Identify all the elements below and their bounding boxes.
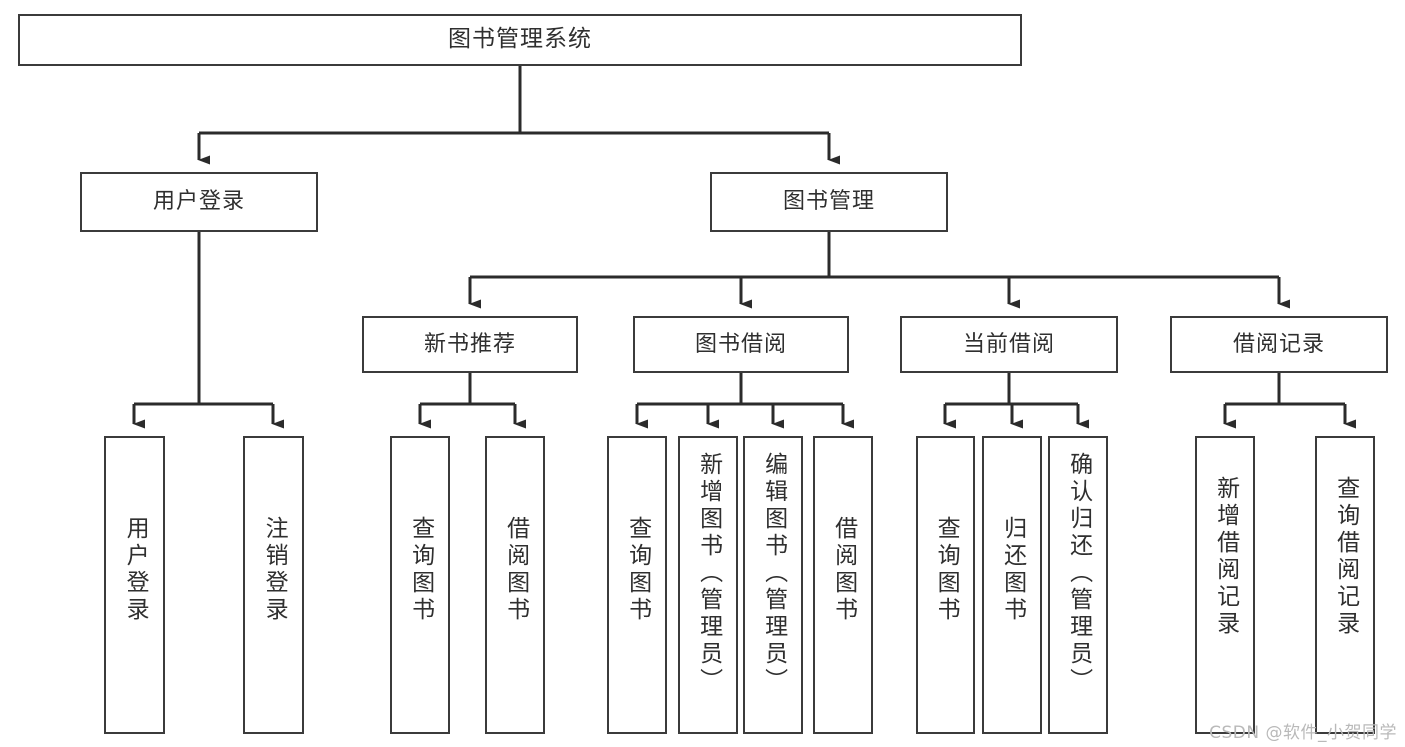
node-leaf-logout[interactable]: 注销登录 — [243, 436, 304, 734]
node-leaf-return-book-label: 归还图书 — [999, 516, 1026, 624]
node-leaf-query-book-3[interactable]: 查询图书 — [916, 436, 975, 734]
node-leaf-query-book-2-label: 查询图书 — [624, 516, 651, 624]
node-leaf-add-book-label: 新增图书（管理员） — [695, 452, 722, 695]
node-leaf-borrow-book-2[interactable]: 借阅图书 — [813, 436, 873, 734]
node-user-login[interactable]: 用户登录 — [80, 172, 318, 232]
node-borrow-record-label: 借阅记录 — [1232, 331, 1325, 357]
node-leaf-edit-book-label: 编辑图书（管理员） — [760, 452, 787, 695]
node-leaf-add-record-label: 新增借阅记录 — [1212, 476, 1239, 638]
node-leaf-add-book[interactable]: 新增图书（管理员） — [678, 436, 738, 734]
node-leaf-confirm-return[interactable]: 确认归还（管理员） — [1048, 436, 1108, 734]
node-leaf-borrow-book-1-label: 借阅图书 — [502, 516, 529, 624]
node-new-book-rec[interactable]: 新书推荐 — [362, 316, 578, 373]
node-leaf-query-book-1-label: 查询图书 — [407, 516, 434, 624]
node-leaf-query-record-label: 查询借阅记录 — [1332, 476, 1359, 638]
node-book-manage[interactable]: 图书管理 — [710, 172, 948, 232]
node-user-login-label: 用户登录 — [152, 189, 245, 215]
node-leaf-logout-label: 注销登录 — [261, 516, 288, 624]
node-leaf-return-book[interactable]: 归还图书 — [982, 436, 1042, 734]
node-current-borrow[interactable]: 当前借阅 — [900, 316, 1118, 373]
csdn-watermark: CSDN @软件_小贺同学 — [1209, 723, 1397, 743]
node-borrow-record[interactable]: 借阅记录 — [1170, 316, 1388, 373]
node-leaf-confirm-return-label: 确认归还（管理员） — [1065, 452, 1092, 695]
node-leaf-query-book-1[interactable]: 查询图书 — [390, 436, 450, 734]
node-book-borrow[interactable]: 图书借阅 — [633, 316, 849, 373]
node-leaf-borrow-book-2-label: 借阅图书 — [830, 516, 857, 624]
node-leaf-borrow-book-1[interactable]: 借阅图书 — [485, 436, 545, 734]
node-root-label: 图书管理系统 — [448, 26, 592, 53]
node-leaf-add-record[interactable]: 新增借阅记录 — [1195, 436, 1255, 734]
node-leaf-query-book-3-label: 查询图书 — [933, 516, 960, 624]
node-leaf-query-record[interactable]: 查询借阅记录 — [1315, 436, 1375, 734]
node-book-manage-label: 图书管理 — [782, 189, 875, 215]
node-root[interactable]: 图书管理系统 — [18, 14, 1022, 66]
node-leaf-edit-book[interactable]: 编辑图书（管理员） — [743, 436, 803, 734]
node-new-book-rec-label: 新书推荐 — [423, 331, 516, 357]
node-leaf-user-login-label: 用户登录 — [122, 516, 149, 624]
node-leaf-user-login[interactable]: 用户登录 — [104, 436, 165, 734]
node-book-borrow-label: 图书借阅 — [694, 331, 787, 357]
node-leaf-query-book-2[interactable]: 查询图书 — [607, 436, 667, 734]
node-current-borrow-label: 当前借阅 — [962, 331, 1055, 357]
